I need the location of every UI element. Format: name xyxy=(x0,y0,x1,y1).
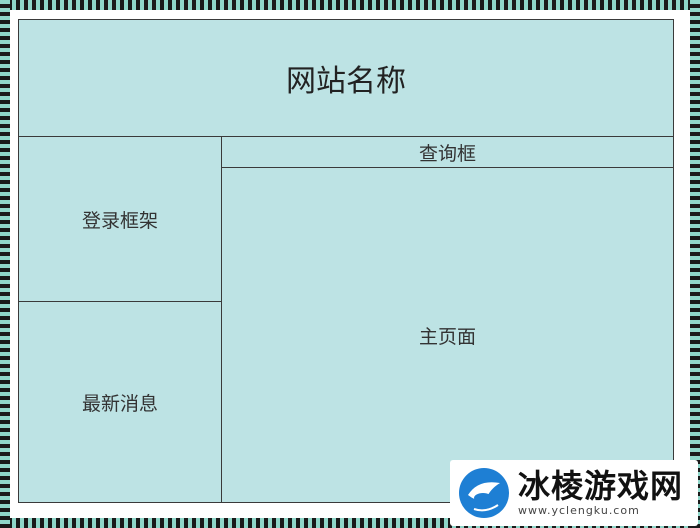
frame-right-edge xyxy=(690,0,700,528)
login-frame-box: 登录框架 xyxy=(19,137,222,302)
watermark-url: www.yclengku.com xyxy=(518,504,640,517)
watermark: 冰棱游戏网 www.yclengku.com xyxy=(450,460,698,526)
frame-left-edge xyxy=(0,0,10,528)
site-name-box: 网站名称 xyxy=(19,20,673,137)
main-page-box: 主页面 xyxy=(418,325,476,348)
layout-diagram: 网站名称 登录框架 最新消息 查询框 主页面 xyxy=(18,19,674,503)
watermark-title: 冰棱游戏网 xyxy=(518,467,684,505)
search-box: 查询框 xyxy=(222,137,673,168)
latest-news-box: 最新消息 xyxy=(19,302,222,502)
frame-top-edge xyxy=(0,0,700,10)
ice-logo-icon xyxy=(456,465,512,521)
frame-bottom-edge xyxy=(0,518,700,528)
